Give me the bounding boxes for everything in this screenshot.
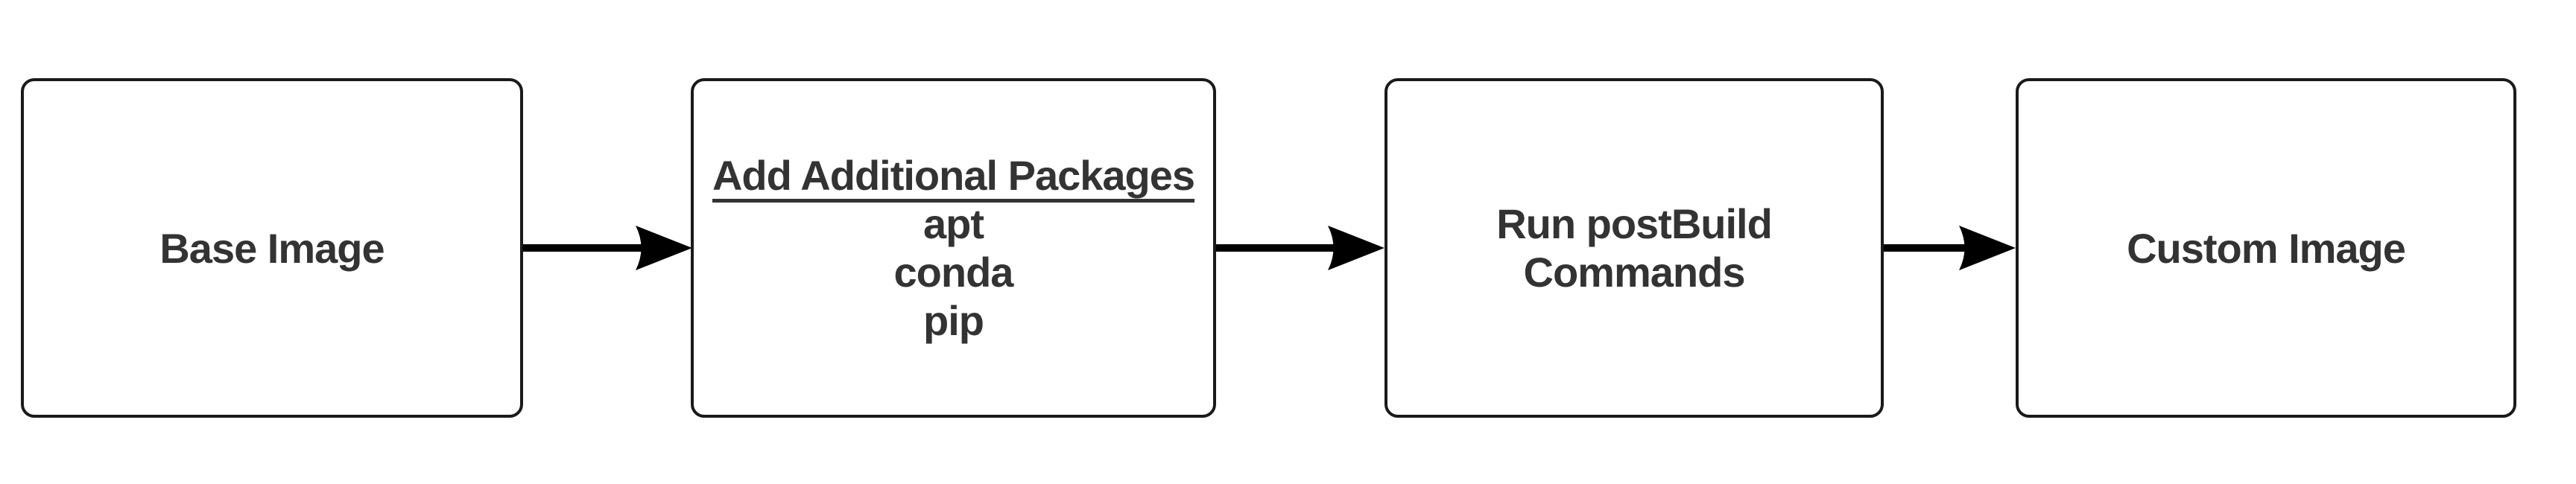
node-run-postbuild-commands-label: Run postBuild Commands [1496,200,1773,296]
arrow-shaft [523,244,662,252]
node-base-image: Base Image [21,78,523,418]
flow-arrow-2 [1216,226,1384,270]
node-add-additional-packages: Add Additional Packages apt conda pip [691,78,1216,418]
arrow-shaft [1216,244,1355,252]
node-label-text: Custom Image [2127,224,2406,272]
node-custom-image: Custom Image [2016,78,2516,418]
node-custom-image-label: Custom Image [2127,224,2406,273]
arrowhead-icon [1328,226,1384,270]
flow-arrow-3 [1884,226,2016,270]
node-title-text: Add Additional Packages [712,152,1195,199]
arrow-shaft [1884,244,1986,252]
node-base-image-label: Base Image [159,224,384,273]
package-item-apt: apt [923,200,984,247]
arrowhead-icon [636,226,692,270]
node-run-postbuild-commands: Run postBuild Commands [1384,78,1884,418]
node-label-line-1: Run postBuild [1496,200,1773,247]
package-item-pip: pip [923,297,984,344]
package-item-conda: conda [893,249,1014,296]
flow-arrow-1 [523,226,692,270]
node-label-text: Base Image [159,224,384,272]
arrowhead-icon [1959,226,2016,270]
node-add-additional-packages-label: Add Additional Packages apt conda pip [712,151,1195,345]
node-label-line-2: Commands [1523,249,1746,296]
